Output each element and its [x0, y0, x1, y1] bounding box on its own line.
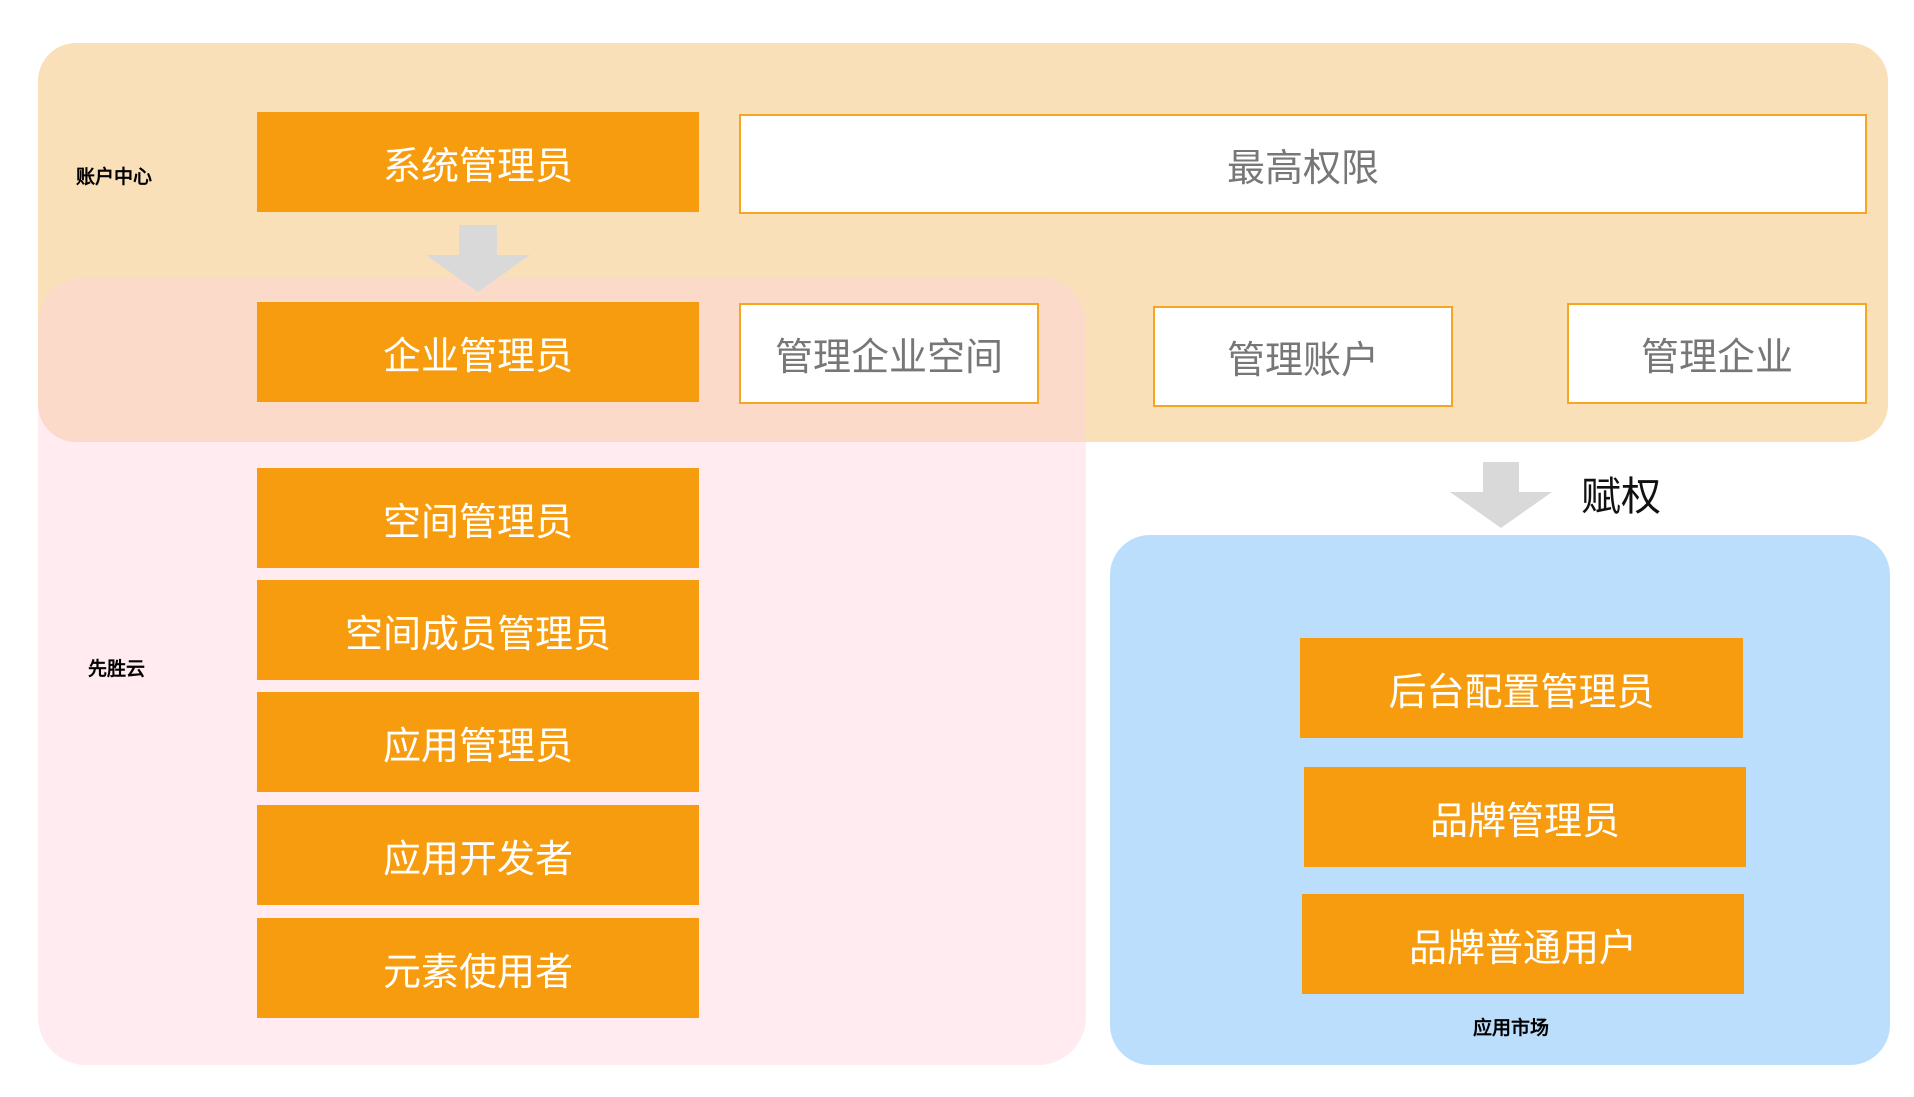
grant-arrow-icon [1450, 462, 1552, 528]
brand-user-role: 品牌普通用户 [1302, 894, 1744, 994]
space-admin-role: 空间管理员 [257, 468, 699, 568]
backend-config-admin-role: 后台配置管理员 [1300, 638, 1743, 738]
account-center-label: 账户中心 [76, 166, 153, 188]
enterprise-admin-role: 企业管理员 [257, 302, 699, 402]
app-admin-role: 应用管理员 [257, 692, 699, 792]
down-arrow-icon [426, 225, 530, 292]
manage-account-permission: 管理账户 [1153, 306, 1453, 407]
manage-space-permission: 管理企业空间 [739, 303, 1039, 404]
app-developer-role: 应用开发者 [257, 805, 699, 905]
element-user-role: 元素使用者 [257, 918, 699, 1018]
app-market-label: 应用市场 [1473, 1017, 1550, 1039]
xiansheng-cloud-label: 先胜云 [88, 658, 146, 680]
manage-enterprise-permission: 管理企业 [1567, 303, 1867, 404]
grant-label: 赋权 [1581, 474, 1661, 520]
highest-permission: 最高权限 [739, 114, 1867, 214]
system-admin-role: 系统管理员 [257, 112, 699, 212]
space-member-admin-role: 空间成员管理员 [257, 580, 699, 680]
brand-admin-role: 品牌管理员 [1304, 767, 1746, 867]
